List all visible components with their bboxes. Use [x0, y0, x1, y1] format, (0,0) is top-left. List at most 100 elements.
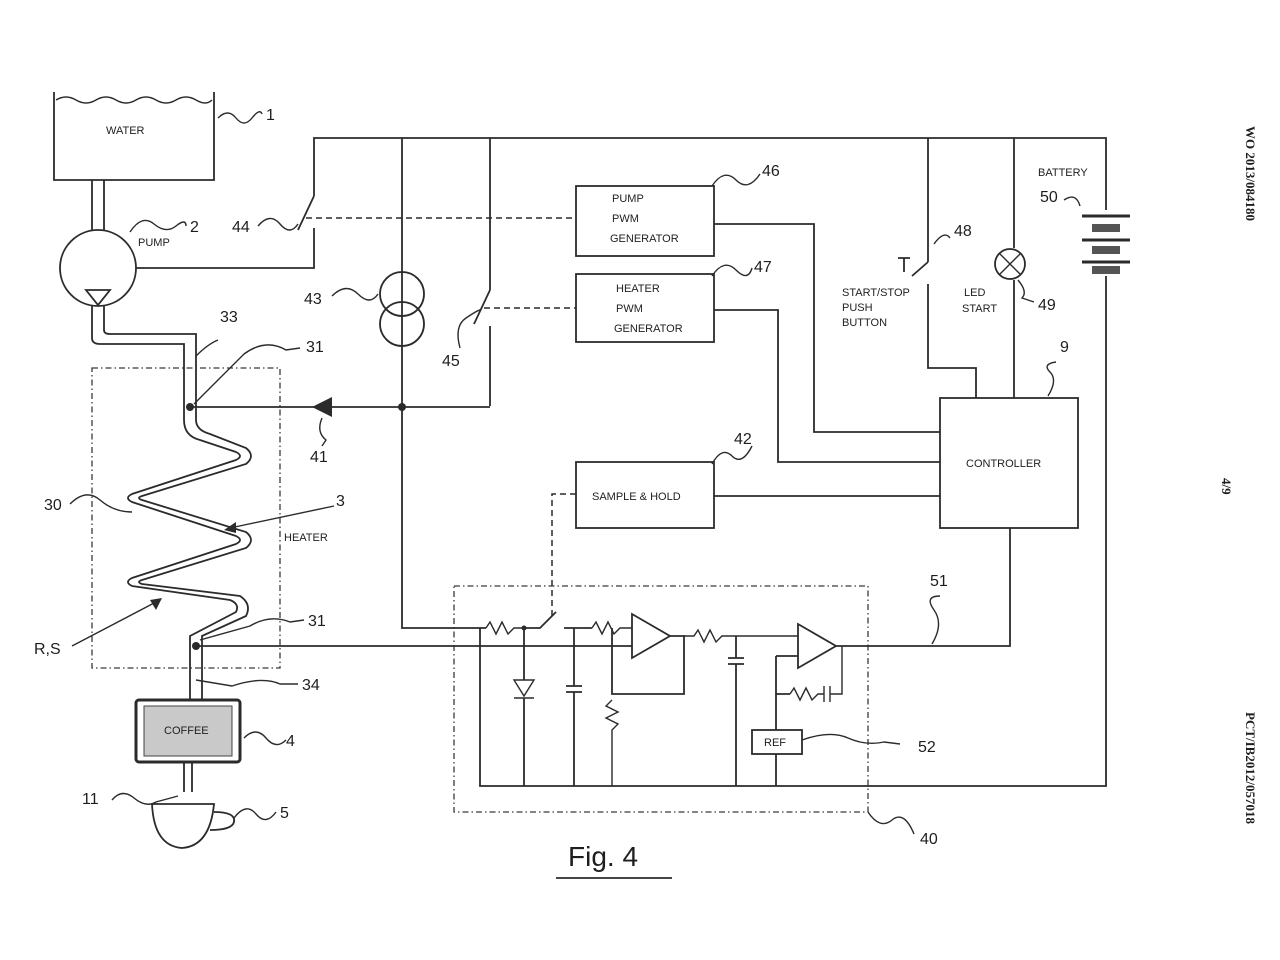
ref-45: 45: [442, 353, 460, 370]
led-line-1: LED: [964, 287, 985, 299]
ref-33: 33: [220, 309, 238, 326]
arrow-rs: [71, 601, 157, 647]
arrow-rs-head: [150, 598, 162, 610]
supply-to-sensing: [401, 406, 486, 629]
transformer-43: [379, 271, 425, 347]
leader-50: [1063, 196, 1081, 207]
ref-40: 40: [920, 831, 938, 848]
leader-4: [243, 731, 287, 746]
opamp-2-feedback-rc: [789, 646, 843, 702]
ref-1: 1: [266, 107, 275, 124]
resistor-r3: [604, 699, 620, 786]
capacitor-c2: [728, 636, 744, 786]
coffee-label: COFFEE: [164, 725, 209, 737]
leader-2: [129, 219, 187, 233]
ref-47: 47: [754, 259, 772, 276]
leader-42: [711, 445, 753, 465]
leader-43: [331, 287, 379, 301]
led-start: [994, 248, 1026, 280]
ref-43: 43: [304, 291, 322, 308]
diode-41: [312, 397, 332, 417]
ref-2: 2: [190, 219, 199, 236]
sample-switch: [524, 611, 592, 629]
water-label: WATER: [106, 125, 145, 137]
pump-label: PUMP: [138, 237, 170, 249]
ref-34: 34: [302, 677, 320, 694]
top-power-rail: [313, 137, 1107, 210]
ref-46: 46: [762, 163, 780, 180]
ref-11: 11: [82, 791, 99, 808]
resistor-r2: [591, 620, 632, 636]
leader-33: [195, 339, 219, 357]
leader-52: [801, 733, 901, 745]
ref-44: 44: [232, 219, 250, 236]
pump-pwm-line-2: PWM: [612, 213, 639, 225]
leader-45: [457, 309, 481, 349]
ref-3: 3: [336, 493, 345, 510]
heater-pwm-line-2: PWM: [616, 303, 643, 315]
controller-label: CONTROLLER: [966, 458, 1041, 470]
battery-50: [1082, 214, 1130, 274]
resistor-r1: [485, 620, 524, 636]
start-stop-line-1: START/STOP: [842, 287, 910, 299]
ref-41: 41: [310, 449, 328, 466]
figure-caption: Fig. 4: [568, 841, 638, 872]
arrow-3-head: [224, 522, 236, 533]
wire-pump-pwm-controller: [714, 223, 940, 433]
ref-block-label: REF: [764, 737, 786, 749]
ref-5: 5: [280, 805, 289, 822]
opamp-1: [631, 612, 672, 660]
pipe-pump-heater: [91, 306, 197, 420]
dash-sample-switch: [551, 493, 576, 620]
start-stop-switch: [911, 261, 977, 398]
switch-45: [473, 289, 491, 406]
leader-44: [257, 217, 299, 231]
sample-hold-label: SAMPLE & HOLD: [592, 491, 681, 503]
ref-rs: R,S: [34, 641, 61, 658]
ref-52: 52: [918, 739, 936, 756]
water-tank: WATER: [53, 92, 215, 181]
ref-4: 4: [286, 733, 295, 750]
ref-49: 49: [1038, 297, 1056, 314]
controller: CONTROLLER: [939, 397, 1079, 529]
leader-41: [319, 417, 327, 447]
led-line-2: START: [962, 303, 997, 315]
leader-5: [233, 808, 277, 821]
pump-pwm-generator: PUMP PWM GENERATOR: [575, 185, 715, 257]
leader-47: [711, 264, 753, 277]
leader-9: [1046, 361, 1057, 397]
leader-1: [217, 111, 263, 124]
leader-11: [111, 792, 179, 805]
ref-31b: 31: [308, 613, 326, 630]
heater-pwm-line-1: HEATER: [616, 283, 660, 295]
battery-label: BATTERY: [1038, 167, 1088, 179]
application-number: PCT/IB2012/057018: [1243, 712, 1258, 824]
heater-label: HEATER: [284, 532, 328, 544]
leader-31a: [193, 344, 301, 405]
switch-44: [297, 195, 315, 231]
ref-50: 50: [1040, 189, 1058, 206]
leader-34: [195, 679, 298, 687]
wire-heater-pwm-controller: [714, 309, 940, 463]
resistor-r4: [684, 628, 798, 644]
opamp-2: [797, 622, 838, 670]
heater-pwm-generator: HEATER PWM GENERATOR: [575, 273, 715, 343]
pump-pwm-line-3: GENERATOR: [610, 233, 679, 245]
leader-48: [933, 234, 951, 245]
push-button-symbol: [898, 257, 910, 272]
opamp-2-output: [836, 528, 1011, 647]
sensing-circuit-boundary: [453, 585, 869, 813]
coffee-cup: [151, 803, 236, 849]
leader-51: [929, 595, 941, 645]
ref-30: 30: [44, 497, 62, 514]
leader-40: [867, 811, 915, 835]
leader-31b: [199, 618, 305, 641]
leader-30: [69, 494, 133, 513]
ref-42: 42: [734, 431, 752, 448]
ref-9: 9: [1060, 339, 1069, 356]
sample-hold: SAMPLE & HOLD: [575, 461, 715, 529]
start-stop-line-3: BUTTON: [842, 317, 887, 329]
ref-31a: 31: [306, 339, 324, 356]
